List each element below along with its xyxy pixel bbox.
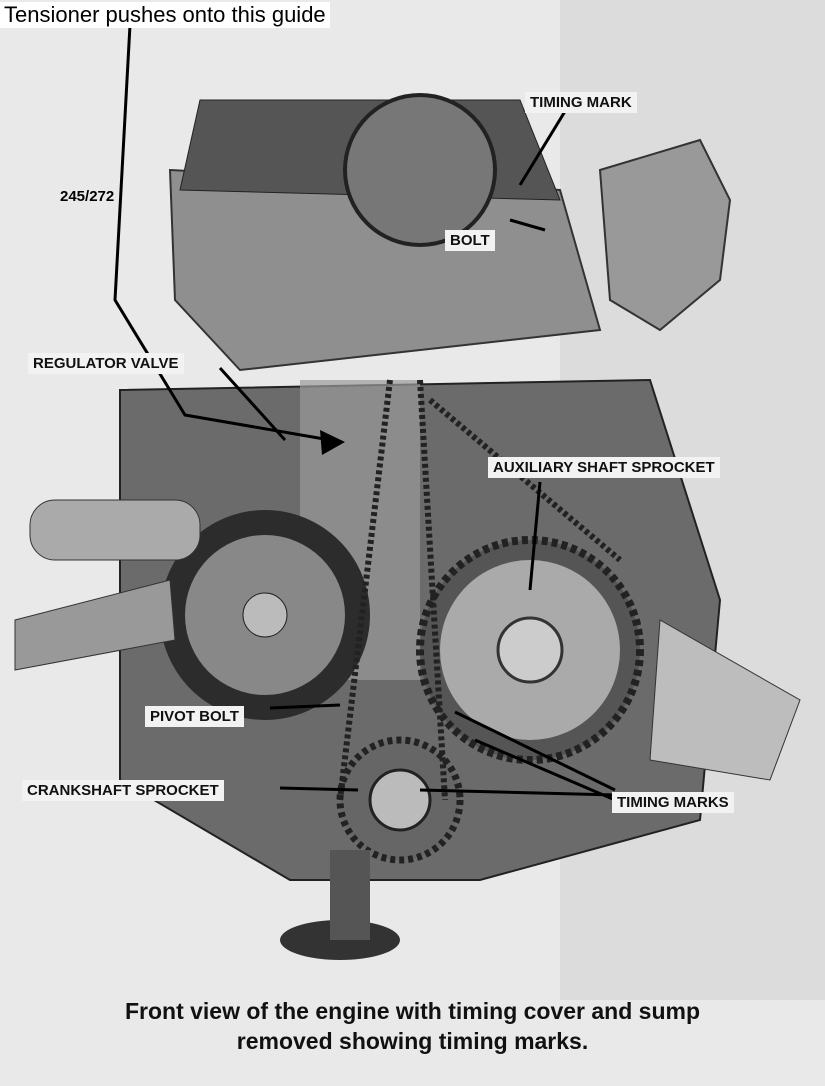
figure-number: 245/272 bbox=[60, 188, 115, 205]
caption-line-1: Front view of the engine with timing cov… bbox=[124, 998, 701, 1024]
caption-line-2: removed showing timing marks. bbox=[236, 1028, 589, 1054]
label-pivot-bolt: PIVOT BOLT bbox=[145, 706, 244, 727]
label-timing-marks: TIMING MARKS bbox=[612, 792, 734, 813]
label-auxiliary-shaft-sprocket: AUXILIARY SHAFT SPROCKET bbox=[488, 457, 720, 478]
figure-caption: Front view of the engine with timing cov… bbox=[0, 996, 825, 1056]
label-timing-mark: TIMING MARK bbox=[525, 92, 637, 113]
label-bolt: BOLT bbox=[445, 230, 495, 251]
label-crankshaft-sprocket: CRANKSHAFT SPROCKET bbox=[22, 780, 224, 801]
label-regulator-valve: REGULATOR VALVE bbox=[28, 353, 184, 374]
tensioner-annotation: Tensioner pushes onto this guide bbox=[0, 2, 330, 28]
